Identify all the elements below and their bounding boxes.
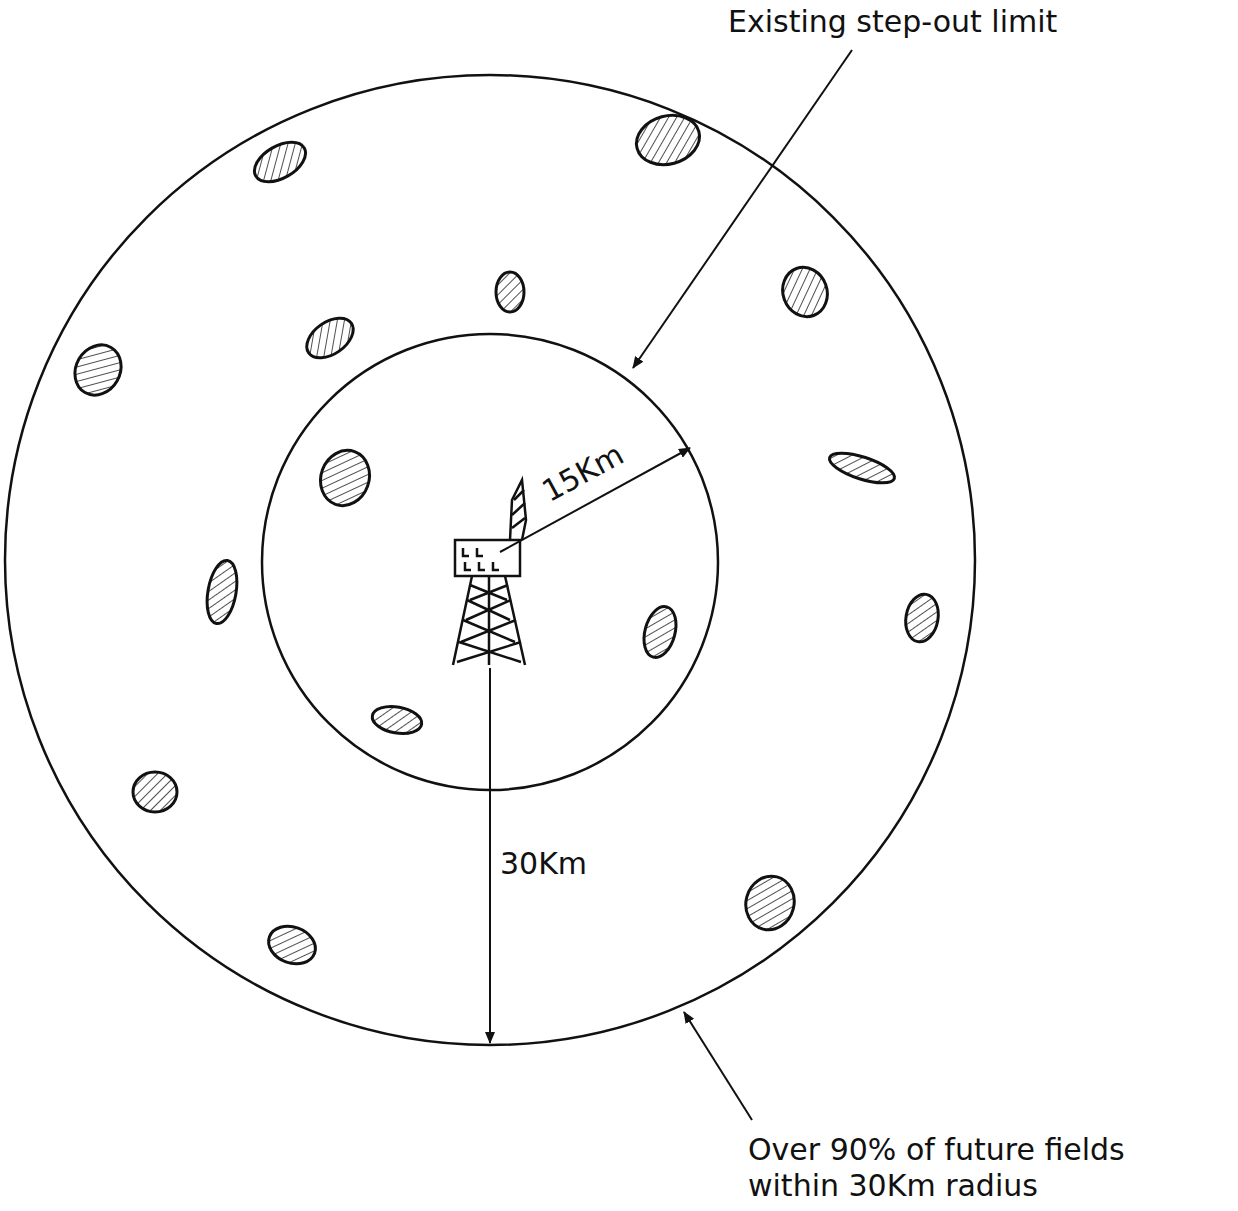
dimension-label: 15Km	[536, 436, 630, 509]
oil-fields	[66, 109, 942, 971]
leader-line	[684, 1012, 752, 1120]
platform-symbol	[453, 480, 526, 665]
dimension-label: 30Km	[500, 846, 587, 882]
note-label: Existing step-out limit	[728, 4, 1057, 40]
leader-line	[633, 50, 852, 368]
note-label: Over 90% of future fields within 30Km ra…	[748, 1132, 1218, 1204]
outer-circle	[5, 75, 975, 1045]
radius-arrow	[489, 668, 491, 1043]
